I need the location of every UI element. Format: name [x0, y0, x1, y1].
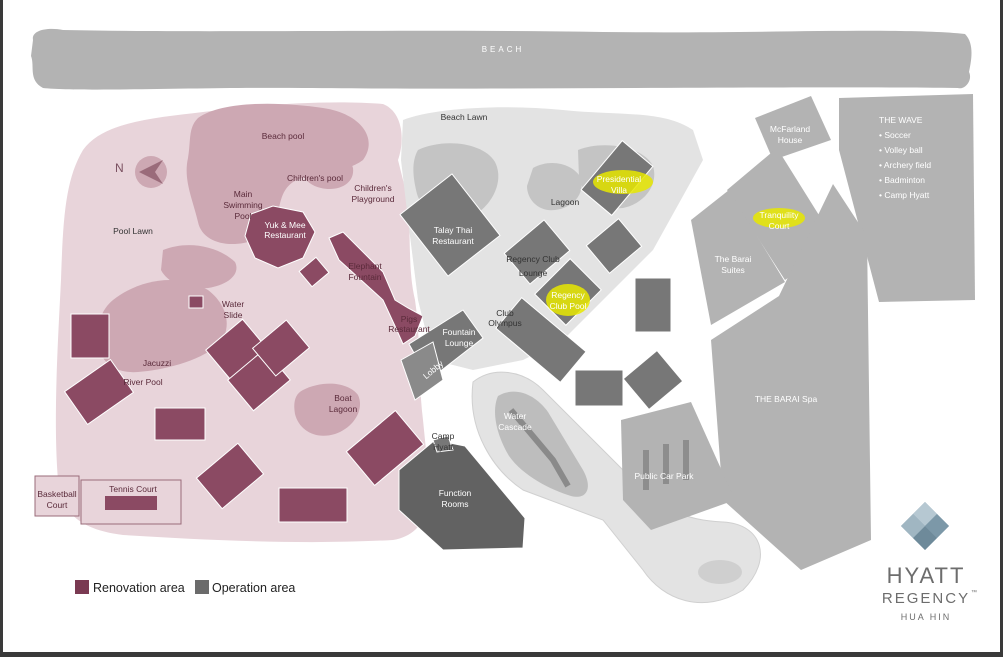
legend-swatch-operation — [195, 580, 209, 594]
label-yuk-mee-2: Restaurant — [264, 230, 306, 240]
label-basketball-1: Basketball — [37, 489, 76, 499]
label-river-pool: River Pool — [123, 377, 162, 387]
label-boat-lagoon-2: Lagoon — [329, 404, 358, 414]
brand-line3: HUA HIN — [901, 612, 952, 622]
label-childrens-pool: Children's pool — [287, 173, 343, 183]
label-water-slide-2: Slide — [224, 310, 243, 320]
label-pigs-1: Pigs — [401, 314, 418, 324]
compass: N — [115, 156, 167, 188]
label-camp-hyatt-2: Hyatt — [433, 442, 453, 452]
label-pool-lawn: Pool Lawn — [113, 226, 153, 236]
label-pigs-2: Restaurant — [388, 324, 430, 334]
label-function-1: Function — [439, 488, 472, 498]
highlights — [546, 170, 805, 316]
label-tranquility-1: Tranquility — [760, 210, 800, 220]
label-club-olympus-1: Club — [496, 308, 514, 318]
the-wave-item: • Camp Hyatt — [879, 190, 930, 200]
the-wave-item: • Volley ball — [879, 145, 923, 155]
brand-trademark: ™ — [971, 589, 977, 596]
legend-renovation-label: Renovation area — [93, 581, 185, 595]
label-mcfarland-2: House — [778, 135, 803, 145]
label-water-cascade-1: Water — [504, 411, 527, 421]
brand-line1: HYATT — [887, 563, 966, 588]
the-wave-item: • Badminton — [879, 175, 925, 185]
label-childrens-playground-1: Children's — [354, 183, 392, 193]
operation-zones-right — [621, 94, 975, 570]
the-wave-panel: THE WAVE • Soccer • Volley ball • Archer… — [879, 115, 931, 200]
label-yuk-mee-1: Yuk & Mee — [264, 220, 305, 230]
label-talay-2: Restaurant — [432, 236, 474, 246]
legend-swatch-renovation — [75, 580, 89, 594]
water-cascade — [471, 371, 761, 604]
label-club-olympus-2: Olympus — [488, 318, 522, 328]
compass-label: N — [115, 161, 124, 175]
label-elephant-1: Elephant — [348, 261, 382, 271]
label-elephant-2: Fountain — [348, 272, 381, 282]
label-camp-hyatt-1: Camp — [432, 431, 455, 441]
label-lagoon: Lagoon — [551, 197, 580, 207]
label-barai-suites-2: Suites — [721, 265, 745, 275]
label-presidential-1: Presidential — [597, 174, 642, 184]
label-regency-pool-1: Regency — [551, 290, 585, 300]
brand-line2: REGENCY — [882, 590, 970, 607]
label-function-2: Rooms — [442, 499, 469, 509]
operation-buildings — [398, 139, 684, 551]
label-basketball-2: Court — [47, 500, 68, 510]
label-talay-1: Talay Thai — [434, 225, 473, 235]
label-presidential-2: Villa — [611, 185, 627, 195]
label-fountain-lounge-1: Fountain — [442, 327, 475, 337]
label-main-pool-3: Pool — [234, 211, 251, 221]
resort-map: BEACH N — [3, 0, 1000, 652]
car-park-bays — [643, 440, 689, 490]
renovation-buildings — [63, 205, 425, 523]
label-jacuzzi: Jacuzzi — [143, 358, 171, 368]
label-tennis: Tennis Court — [109, 484, 157, 494]
label-regency-pool-2: Club Pool — [550, 301, 587, 311]
label-childrens-playground-2: Playground — [351, 194, 394, 204]
logo-mark-icon — [901, 502, 949, 550]
label-main-pool-1: Main — [234, 189, 253, 199]
label-water-cascade-2: Cascade — [498, 422, 532, 432]
legend-operation-label: Operation area — [212, 581, 295, 595]
map-canvas: BEACH N — [31, 28, 977, 622]
hyatt-logo: HYATT REGENCY ™ HUA HIN — [882, 502, 977, 622]
label-fountain-lounge-2: Lounge — [445, 338, 474, 348]
legend: Renovation area Operation area — [75, 580, 295, 595]
label-public-car-park: Public Car Park — [634, 471, 694, 481]
the-wave-item: • Soccer — [879, 130, 911, 140]
label-water-slide-1: Water — [222, 299, 245, 309]
beach-label: BEACH — [482, 45, 525, 54]
sport-courts — [34, 475, 182, 525]
label-tranquility-2: Court — [769, 221, 790, 231]
label-regency-club-2: Lounge — [519, 268, 548, 278]
label-barai-suites-1: The Barai — [715, 254, 752, 264]
label-beach-lawn: Beach Lawn — [441, 112, 488, 122]
label-barai-spa: THE BARAI Spa — [755, 394, 818, 404]
label-beach-pool: Beach pool — [262, 131, 305, 141]
label-main-pool-2: Swimming — [223, 200, 262, 210]
label-mcfarland-1: McFarland — [770, 124, 810, 134]
label-regency-club-1: Regency Club — [506, 254, 560, 264]
the-wave-item: • Archery field — [879, 160, 931, 170]
the-wave-title: THE WAVE — [879, 115, 923, 125]
label-boat-lagoon-1: Boat — [334, 393, 352, 403]
beach-strip — [31, 28, 972, 90]
